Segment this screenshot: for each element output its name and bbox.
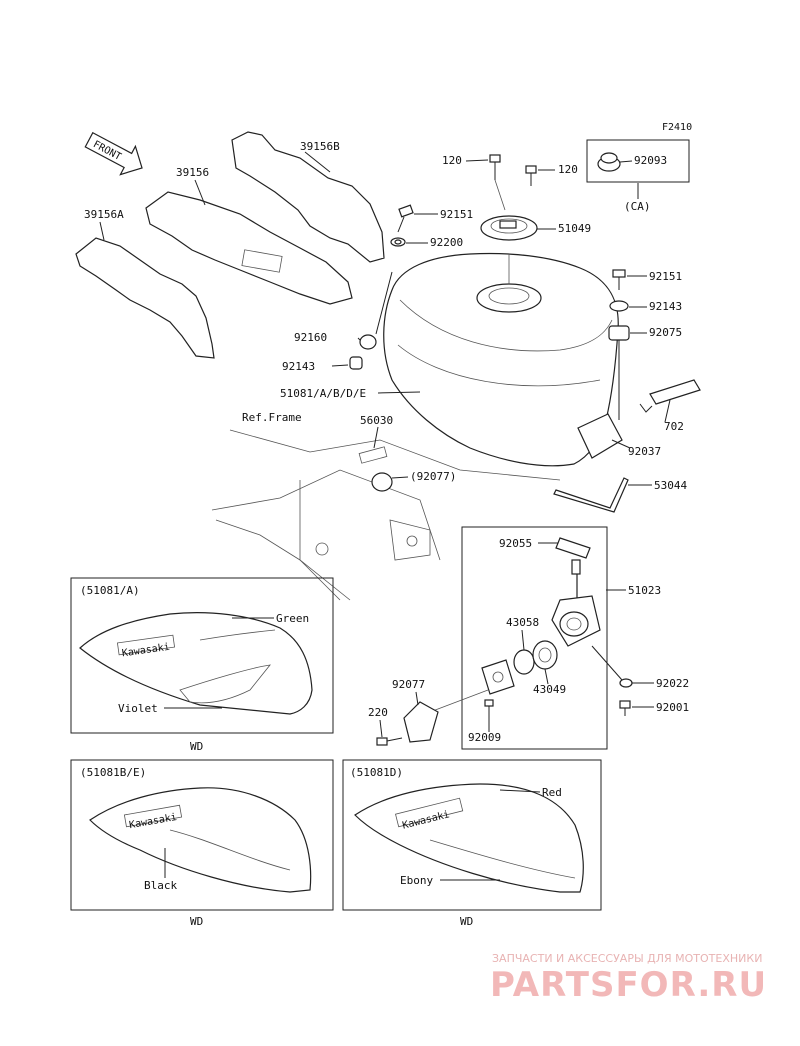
label-92001: 92001 bbox=[656, 701, 689, 714]
bolt-92151-right bbox=[612, 269, 626, 290]
variant-a-market: WD bbox=[190, 740, 203, 753]
label-92077-installed: (92077) bbox=[410, 470, 456, 483]
label-92151-left: 92151 bbox=[440, 208, 473, 221]
variant-be-code: (51081B/E) bbox=[80, 766, 146, 779]
damper-92160 bbox=[359, 334, 377, 350]
damper-92075 bbox=[608, 325, 630, 341]
knob-92077-installed bbox=[371, 472, 393, 492]
variant-be-market: WD bbox=[190, 915, 203, 928]
knob-92077 bbox=[403, 701, 439, 743]
label-92200: 92200 bbox=[430, 236, 463, 249]
variant-a-color-2: Violet bbox=[118, 702, 158, 715]
label-92143-left: 92143 bbox=[282, 360, 315, 373]
label-92077: 92077 bbox=[392, 678, 425, 691]
o-ring-43058 bbox=[513, 649, 535, 675]
front-arrow-icon: FRONT bbox=[84, 131, 143, 176]
label-220: 220 bbox=[368, 706, 388, 719]
label-120-left: 120 bbox=[442, 154, 462, 167]
fuel-cock-51023 bbox=[551, 559, 601, 647]
label-92151-right: 92151 bbox=[649, 270, 682, 283]
bracket-53044 bbox=[553, 477, 629, 513]
label-92037: 92037 bbox=[628, 445, 661, 458]
label-92143-right: 92143 bbox=[649, 300, 682, 313]
variant-a-color-1: Green bbox=[276, 612, 309, 625]
hose-702 bbox=[649, 379, 701, 405]
variant-d-color-1: Red bbox=[542, 786, 562, 799]
fuel-tank-51081 bbox=[383, 252, 623, 467]
label-43049: 43049 bbox=[533, 683, 566, 696]
bolt-92151-left bbox=[397, 204, 414, 233]
label-ref-frame: Ref.Frame bbox=[242, 411, 302, 424]
label-92093: 92093 bbox=[634, 154, 667, 167]
watermark-tagline: ЗАПЧАСТИ И АКСЕССУАРЫ ДЛЯ МОТОТЕХНИКИ bbox=[492, 952, 762, 965]
fuel-cock-box bbox=[461, 526, 608, 750]
screw-92009 bbox=[484, 699, 494, 716]
heat-insulator-39156 bbox=[145, 191, 353, 305]
label-43058: 43058 bbox=[506, 616, 539, 629]
label-120-right: 120 bbox=[558, 163, 578, 176]
frame-reference bbox=[211, 429, 561, 601]
washer-92200 bbox=[390, 237, 406, 247]
heat-insulator-39156B bbox=[231, 131, 385, 263]
label-39156A: 39156A bbox=[84, 208, 124, 221]
screw-220 bbox=[376, 737, 403, 746]
variant-d-code: (51081D) bbox=[350, 766, 403, 779]
label-51081: 51081/A/B/D/E bbox=[280, 387, 366, 400]
washer-92022 bbox=[619, 678, 633, 688]
label-ca: (CA) bbox=[624, 200, 651, 213]
collar-92143-right bbox=[609, 300, 629, 312]
grommet-92093 bbox=[597, 152, 621, 172]
label-702: 702 bbox=[664, 420, 684, 433]
variant-d-market: WD bbox=[460, 915, 473, 928]
label-92075: 92075 bbox=[649, 326, 682, 339]
label-39156: 39156 bbox=[176, 166, 209, 179]
screw-120-left bbox=[489, 154, 506, 211]
label-51023: 51023 bbox=[628, 584, 661, 597]
gasket-92055 bbox=[555, 537, 591, 559]
label-92160: 92160 bbox=[294, 331, 327, 344]
variant-51081BE: (51081B/E) Kawasaki Black bbox=[70, 759, 334, 911]
label-92022: 92022 bbox=[656, 677, 689, 690]
ca-option-box bbox=[586, 139, 690, 183]
gasket-43049 bbox=[532, 640, 558, 670]
label-51049: 51049 bbox=[558, 222, 591, 235]
variant-a-code: (51081/A) bbox=[80, 584, 140, 597]
label-39156B: 39156B bbox=[300, 140, 340, 153]
variant-be-color-1: Black bbox=[144, 879, 177, 892]
fuel-cap-51049 bbox=[480, 215, 538, 241]
label-92009: 92009 bbox=[468, 731, 501, 744]
variant-51081A: (51081/A) Kawasaki Green Violet bbox=[70, 577, 334, 734]
heat-insulator-39156A bbox=[75, 237, 215, 359]
variant-51081D: (51081D) Kawasaki Red Ebony bbox=[342, 759, 602, 911]
figure-code: F2410 bbox=[662, 122, 692, 133]
label-53044: 53044 bbox=[654, 479, 687, 492]
valve-plate-92077 bbox=[481, 659, 515, 695]
watermark-brand: PARTSFOR.RU bbox=[490, 965, 767, 1005]
screw-92001 bbox=[619, 700, 631, 716]
label-56030: 56030 bbox=[360, 414, 393, 427]
collar-92143-left bbox=[349, 356, 363, 370]
screw-120-right bbox=[525, 165, 537, 186]
variant-d-color-2: Ebony bbox=[400, 874, 433, 887]
label-92055: 92055 bbox=[499, 537, 532, 550]
